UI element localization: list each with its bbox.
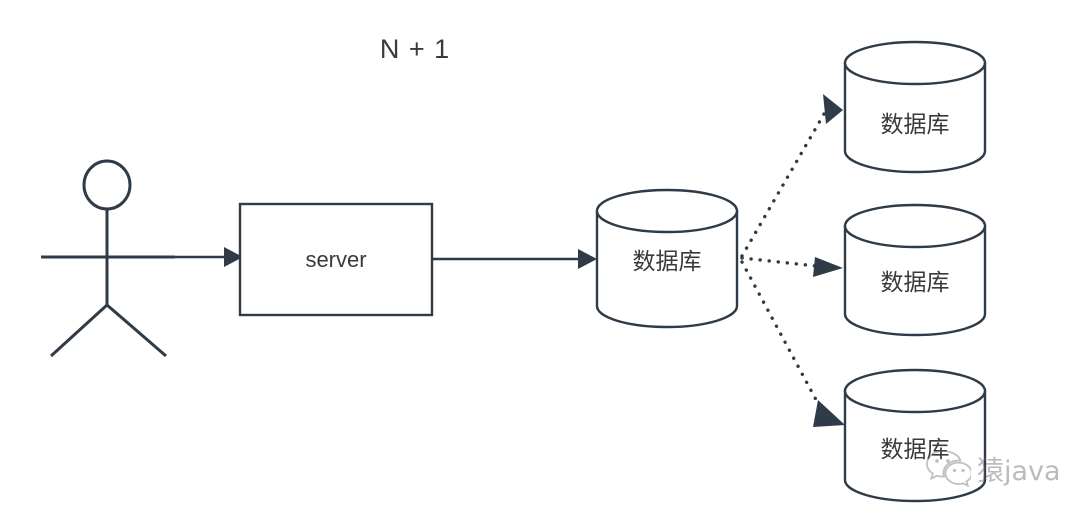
replica-database-3-label: 数据库 — [881, 436, 950, 462]
edge-server-to-primary-db — [432, 249, 597, 269]
replica-database-1-body — [843, 61, 987, 174]
edge-primary-to-replica-3 — [740, 260, 845, 427]
server-box — [238, 202, 434, 317]
replica-database-2-top-ellipse — [843, 203, 987, 249]
edge-primary-to-replica-2 — [740, 256, 843, 277]
page-title: N + 1 — [380, 34, 450, 64]
edge-primary-to-replica-2-line — [740, 256, 818, 268]
replica-database-2-node: 数据库 — [843, 203, 987, 337]
replica-database-3-node: 数据库 — [843, 368, 987, 503]
primary-database-body — [595, 209, 739, 329]
replica-database-1-label: 数据库 — [881, 111, 950, 137]
replica-database-3-body — [843, 389, 987, 503]
server-node: server — [238, 202, 434, 317]
replica-database-2-label: 数据库 — [881, 269, 950, 295]
edge-actor-to-server-arrowhead — [224, 247, 243, 267]
edge-primary-to-replica-3-line — [740, 260, 823, 411]
edge-primary-to-replica-1-arrowhead — [823, 94, 843, 124]
actor-head-icon — [82, 159, 132, 211]
replica-database-3-top-ellipse — [843, 368, 987, 414]
primary-database-node: 数据库 — [595, 188, 739, 329]
user-actor — [41, 159, 175, 358]
primary-database-label: 数据库 — [633, 248, 702, 274]
replica-database-1-top-ellipse — [843, 40, 987, 86]
actor-left-leg-line — [49, 303, 109, 358]
replica-database-1-node: 数据库 — [843, 40, 987, 174]
edge-server-to-primary-db-arrowhead — [578, 249, 597, 269]
edge-primary-to-replica-1-line — [740, 112, 826, 258]
edge-primary-to-replica-3-arrowhead — [813, 400, 845, 427]
edge-primary-to-replica-1 — [740, 94, 843, 258]
actor-right-leg-line — [106, 303, 167, 358]
edge-primary-to-replica-2-arrowhead — [813, 257, 843, 277]
primary-database-top-ellipse — [595, 188, 739, 234]
server-label: server — [305, 247, 366, 272]
edge-actor-to-server — [175, 247, 243, 267]
replica-database-2-body — [843, 224, 987, 337]
